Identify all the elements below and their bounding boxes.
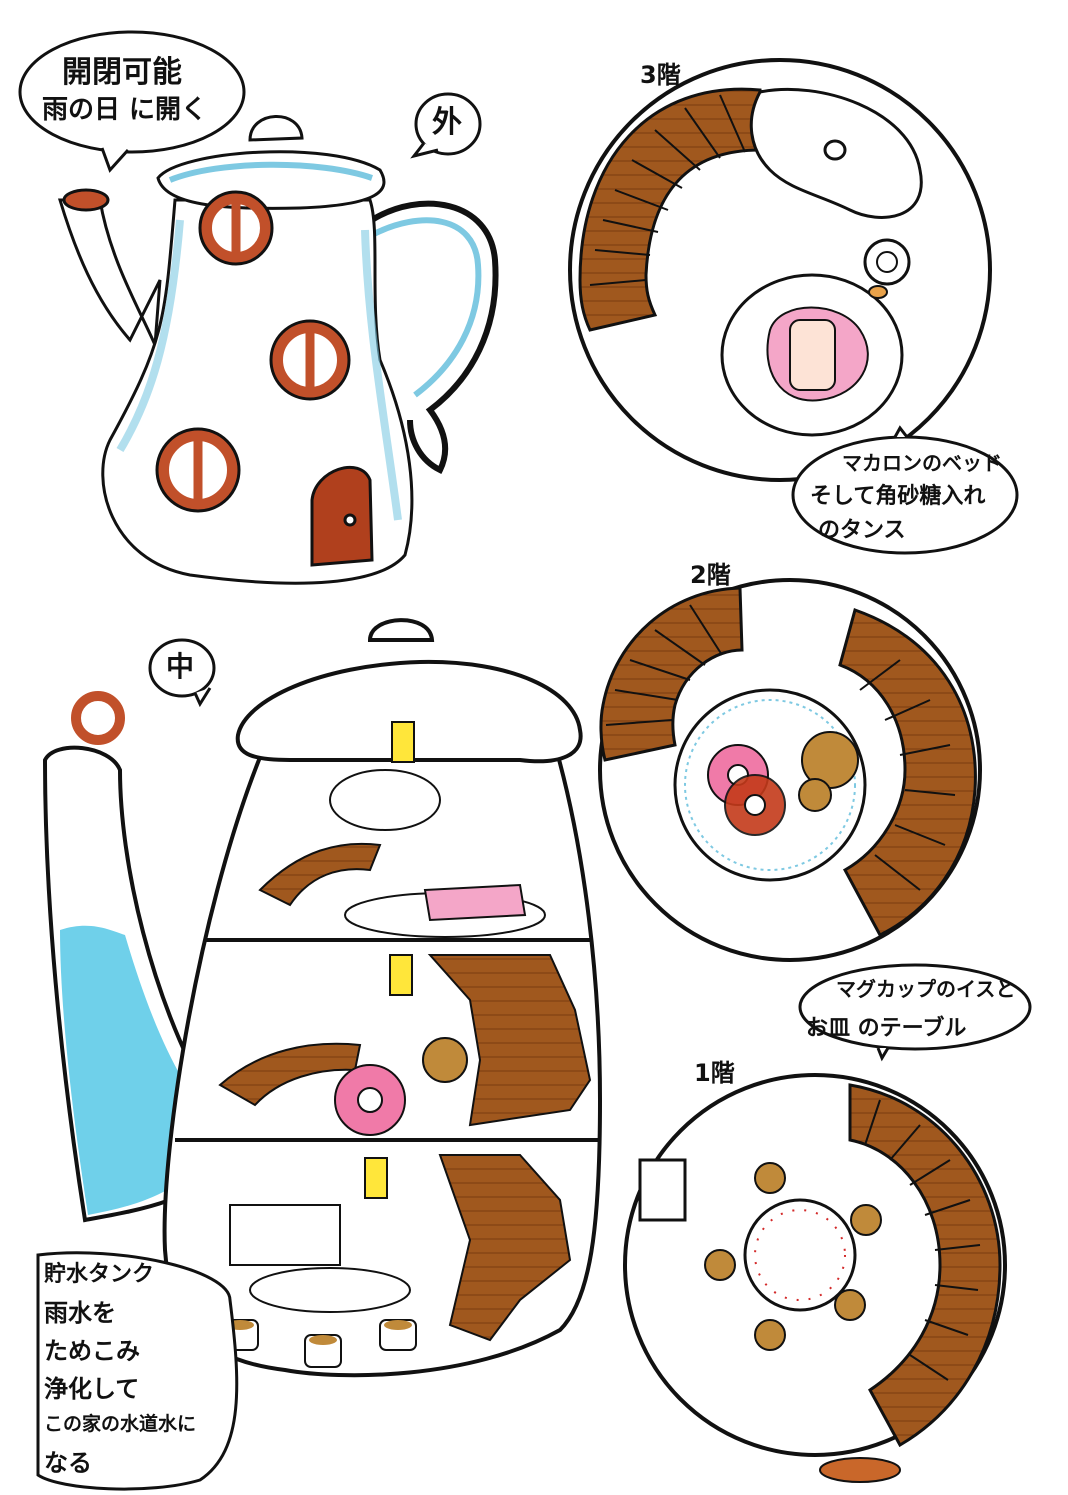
staircase-middle bbox=[427, 954, 592, 1127]
spout-cap bbox=[62, 188, 110, 212]
tank-note-line2: 雨水を bbox=[44, 1299, 116, 1327]
tank-note-bubble bbox=[36, 1251, 239, 1491]
mug-chair bbox=[704, 1162, 882, 1351]
bathtub-pot bbox=[329, 769, 441, 831]
floor1-staircase bbox=[848, 1083, 1002, 1448]
teapot-spout bbox=[57, 198, 162, 346]
front-door bbox=[310, 465, 374, 567]
tank-note-line5: この家の水道水に bbox=[44, 1413, 197, 1435]
tank-note-line6: なる bbox=[44, 1449, 92, 1477]
floor3-note-line3: のタンス bbox=[818, 518, 906, 543]
plate-table-side bbox=[249, 1267, 411, 1313]
inside-teapot bbox=[42, 618, 603, 1378]
kettle-stove bbox=[638, 1158, 687, 1222]
outside-teapot bbox=[57, 115, 499, 585]
outside-badge-bubble bbox=[410, 92, 482, 159]
floor1-note-line2: お皿 のテーブル bbox=[806, 1016, 967, 1041]
outside-callout-line2: 雨の日 に開く bbox=[42, 95, 208, 125]
tank-note-line3: ためこみ bbox=[44, 1337, 140, 1365]
floor2-staircase-right bbox=[838, 608, 977, 937]
inside-spout-window bbox=[71, 691, 125, 745]
outside-speech-bubble bbox=[18, 30, 246, 173]
tank-note-line1: 貯水タンク bbox=[44, 1262, 155, 1287]
cup-icon bbox=[863, 238, 911, 286]
plate-table bbox=[743, 1198, 857, 1312]
cutaway-lid bbox=[235, 659, 583, 764]
floor3-note-line2: そして角砂糖入れ bbox=[810, 484, 986, 509]
floor3-note-bubble bbox=[791, 425, 1019, 555]
inside-badge: 中 bbox=[166, 650, 195, 683]
inside-badge-bubble bbox=[148, 638, 216, 708]
floor1-plan bbox=[623, 1073, 1007, 1483]
floor2-title: 2階 bbox=[690, 561, 731, 589]
teapot-lid bbox=[156, 150, 386, 210]
floor1-title: 1階 bbox=[694, 1059, 735, 1087]
teddy-bear-side bbox=[422, 1037, 468, 1083]
staircase-lower bbox=[438, 1154, 572, 1342]
stove bbox=[229, 1204, 341, 1266]
floor3-note-line1: マカロンのベッド bbox=[842, 451, 1002, 475]
outside-callout-line1: 開閉可能 bbox=[62, 55, 182, 90]
floor3-plan bbox=[568, 58, 992, 482]
tank-note-line4: 浄化して bbox=[44, 1375, 140, 1403]
floor1-note-line1: マグカップのイスと bbox=[836, 977, 1016, 1001]
teapot-handle bbox=[370, 200, 499, 475]
floor1-note-bubble bbox=[798, 963, 1032, 1062]
floor2-plan bbox=[598, 578, 982, 962]
outside-badge: 外 bbox=[432, 105, 462, 140]
floor3-title: 3階 bbox=[640, 61, 681, 89]
